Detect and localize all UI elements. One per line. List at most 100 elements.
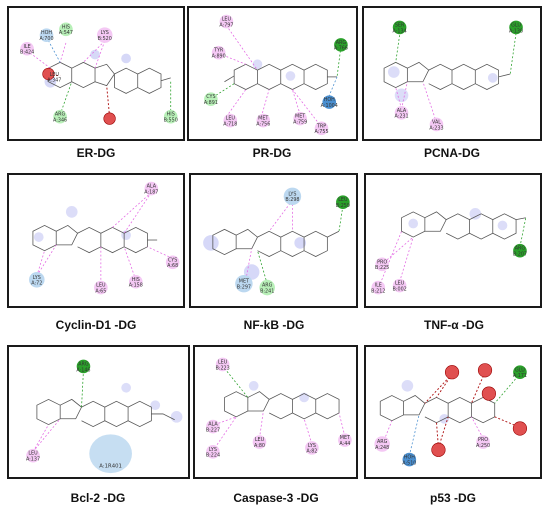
svg-text:LYS: LYS bbox=[33, 275, 41, 281]
svg-text:B:223: B:223 bbox=[216, 365, 230, 371]
svg-text:A:146: A:146 bbox=[76, 367, 90, 373]
svg-text:LYS: LYS bbox=[288, 191, 296, 197]
svg-text:GLU: GLU bbox=[515, 367, 525, 373]
svg-text:A:80: A:80 bbox=[254, 443, 265, 449]
svg-text:CYS: CYS bbox=[168, 257, 177, 263]
svg-text:TRP: TRP bbox=[316, 123, 326, 129]
svg-text:B:212: B:212 bbox=[371, 288, 385, 294]
svg-text:A:700: A:700 bbox=[39, 36, 53, 42]
svg-text:B:550: B:550 bbox=[164, 118, 178, 124]
svg-text:LEU: LEU bbox=[226, 116, 236, 122]
svg-text:A:891: A:891 bbox=[204, 100, 218, 106]
svg-text:A:171: A:171 bbox=[513, 373, 527, 379]
svg-text:LYS: LYS bbox=[308, 443, 316, 449]
svg-text:MET: MET bbox=[295, 114, 305, 120]
ligand-structure bbox=[379, 395, 496, 424]
svg-text:MET: MET bbox=[239, 279, 249, 285]
svg-text:LEU: LEU bbox=[50, 72, 60, 78]
svg-text:A:158: A:158 bbox=[129, 283, 143, 289]
svg-text:A:65: A:65 bbox=[95, 288, 106, 294]
svg-text:ARG: ARG bbox=[55, 112, 66, 118]
svg-text:ARG: ARG bbox=[336, 40, 347, 46]
svg-text:A:130: A:130 bbox=[509, 28, 523, 34]
caption-cyclin-d1-dg: Cyclin-D1 -DG bbox=[55, 318, 137, 332]
svg-text:HIS: HIS bbox=[167, 112, 175, 118]
svg-text:LEU: LEU bbox=[255, 437, 265, 443]
svg-text:A:1004: A:1004 bbox=[321, 103, 338, 109]
svg-text:A:718: A:718 bbox=[223, 121, 237, 127]
svg-text:A:72: A:72 bbox=[31, 281, 42, 287]
svg-text:A:233: A:233 bbox=[429, 125, 443, 131]
svg-text:B:424: B:424 bbox=[20, 50, 34, 56]
svg-text:HIS: HIS bbox=[62, 24, 70, 30]
caption-pr-dg: PR-DG bbox=[252, 146, 292, 160]
unfavorable-bump bbox=[103, 112, 116, 125]
svg-text:ALA: ALA bbox=[208, 422, 218, 428]
svg-text:PRO: PRO bbox=[478, 437, 488, 443]
svg-text:MET: MET bbox=[258, 116, 268, 122]
residue-node: A:1R401 bbox=[89, 434, 132, 474]
caption-nf-kb-dg: NF-kB -DG bbox=[243, 318, 305, 332]
svg-text:B:224: B:224 bbox=[206, 453, 220, 459]
svg-text:A:890: A:890 bbox=[212, 53, 226, 59]
svg-text:A:68: A:68 bbox=[167, 263, 178, 269]
svg-text:LEU: LEU bbox=[338, 197, 348, 203]
svg-text:A:1R401: A:1R401 bbox=[99, 463, 122, 469]
svg-text:B:227: B:227 bbox=[206, 427, 220, 433]
svg-text:A:766: A:766 bbox=[334, 46, 348, 52]
svg-text:ALA: ALA bbox=[397, 108, 407, 114]
svg-text:CYS: CYS bbox=[206, 94, 215, 100]
svg-text:HOH: HOH bbox=[324, 97, 335, 103]
svg-text:TYR: TYR bbox=[213, 48, 224, 54]
svg-text:A:510: A:510 bbox=[402, 460, 416, 466]
caption-er-dg: ER-DG bbox=[76, 146, 116, 160]
svg-text:A:82: A:82 bbox=[306, 449, 317, 455]
svg-text:A:187: A:187 bbox=[144, 189, 158, 195]
svg-text:LEU: LEU bbox=[96, 283, 106, 289]
ligand-structure bbox=[212, 228, 340, 257]
svg-text:B:520: B:520 bbox=[98, 36, 112, 42]
caption-bcl-2-dg: Bcl-2 -DG bbox=[70, 491, 126, 505]
svg-text:A:231: A:231 bbox=[394, 114, 408, 120]
svg-text:A:248: A:248 bbox=[375, 445, 389, 451]
svg-text:HOH: HOH bbox=[404, 455, 415, 461]
svg-text:A:755: A:755 bbox=[314, 129, 328, 135]
